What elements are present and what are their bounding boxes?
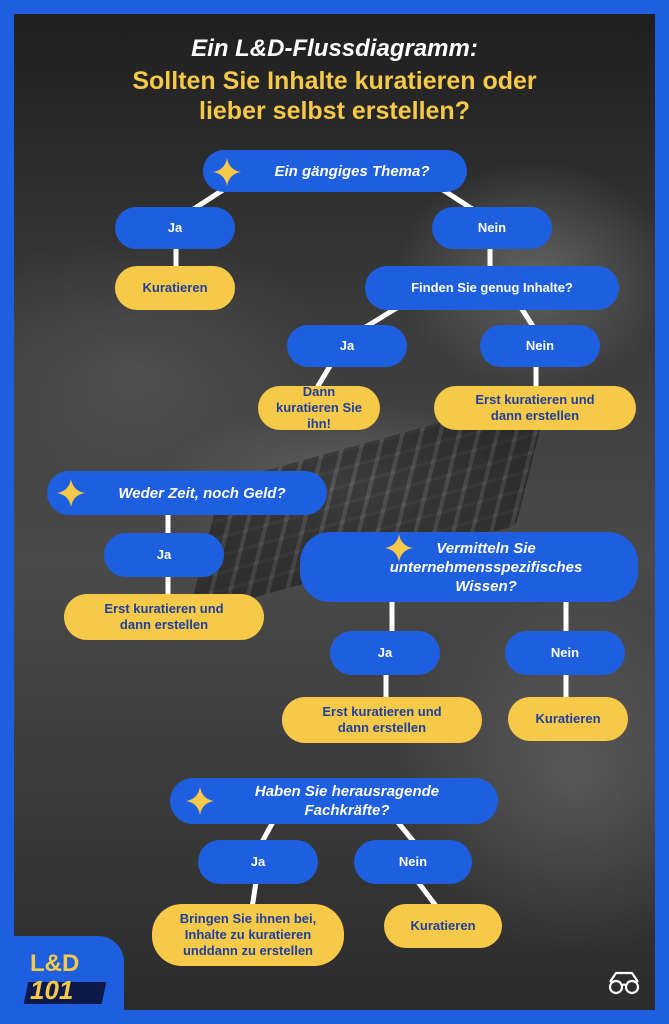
question-company-knowledge: Vermitteln Sie unternehmensspezifisches … [300, 532, 638, 602]
result-curate-then-create-2: Erst kuratieren und dann erstellen [64, 594, 264, 640]
question-no-time-money-label: Weder Zeit, noch Geld? [118, 484, 286, 502]
answer-yes-no-time-money: Ja [104, 533, 224, 577]
result-curate-3: Kuratieren [508, 697, 628, 741]
result-curate-then-create-3: Erst kuratieren und dann erstellen [282, 697, 482, 743]
result-curate-it: Dann kuratieren Sie ihn! [258, 384, 380, 431]
question-expert-staff: Haben Sie herausragende Fachkräfte? [170, 778, 498, 824]
title-line-1: Ein L&D-Flussdiagramm: [191, 35, 478, 62]
result-curate-1: Kuratieren [115, 266, 235, 310]
sparkle-icon [186, 787, 214, 815]
sparkle-icon [57, 479, 85, 507]
question-enough-content: Finden Sie genug Inhalte? [365, 266, 619, 310]
answer-no-enough-content: Nein [480, 325, 600, 367]
question-common-topic-label: Ein gängiges Thema? [274, 162, 430, 180]
title-line-2: Sollten Sie Inhalte kuratieren oder [132, 67, 537, 95]
question-company-knowledge-label: Vermitteln Sie unternehmensspezifisches … [389, 539, 583, 595]
question-no-time-money: Weder Zeit, noch Geld? [47, 471, 327, 515]
sparkle-icon [385, 534, 413, 562]
question-common-topic: Ein gängiges Thema? [203, 150, 467, 192]
answer-yes-common-topic: Ja [115, 207, 235, 249]
logo-text-ld: L&D [30, 950, 80, 977]
sparkle-icon [213, 158, 241, 186]
result-curate-4: Kuratieren [384, 904, 502, 948]
result-curate-then-create-1: Erst kuratieren und dann erstellen [434, 386, 636, 430]
title-line-3: lieber selbst erstellen? [199, 97, 470, 125]
answer-yes-expert-staff: Ja [198, 840, 318, 884]
question-expert-staff-label: Haben Sie herausragende Fachkräfte? [254, 783, 440, 819]
answer-yes-enough-content: Ja [287, 325, 407, 367]
answer-no-expert-staff: Nein [354, 840, 472, 884]
logo-badge [0, 936, 124, 1024]
answer-no-company-knowledge: Nein [505, 631, 625, 675]
logo-text-101: 101 [30, 975, 74, 1005]
glasses-icon [608, 971, 640, 995]
result-teach-experts: Bringen Sie ihnen bei, Inhalte zu kurati… [152, 904, 344, 966]
answer-yes-company-knowledge: Ja [330, 631, 440, 675]
answer-no-common-topic: Nein [432, 207, 552, 249]
